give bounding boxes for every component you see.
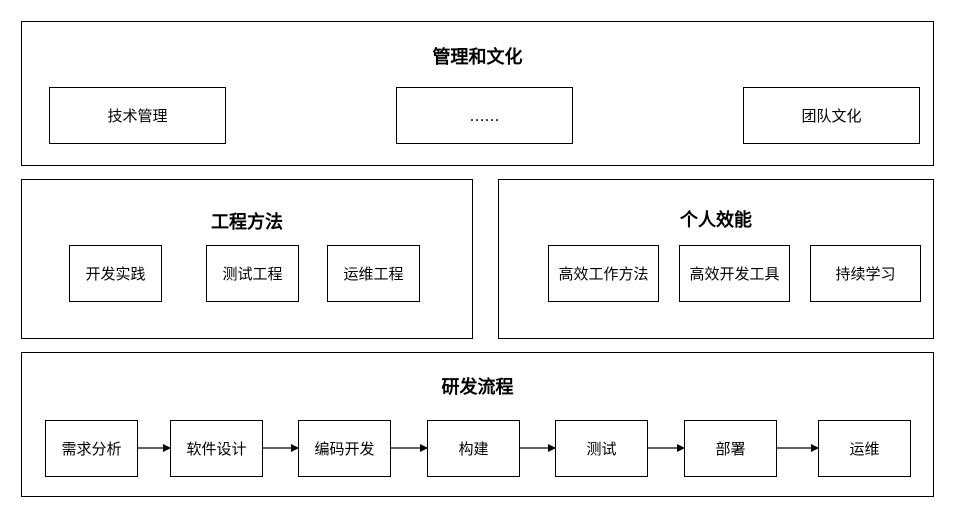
management-culture-title: 管理和文化 [432, 47, 523, 68]
efficient-tools-box: 高效开发工具 [679, 245, 790, 302]
step-deploy: 部署 [684, 420, 777, 477]
team-culture-box: 团队文化 [743, 87, 920, 144]
personal-effectiveness-title: 个人效能 [680, 210, 752, 231]
step-requirements: 需求分析 [45, 420, 138, 477]
engineering-methods-panel: 工程方法 开发实践 测试工程 运维工程 [21, 179, 473, 339]
test-engineering-box: 测试工程 [206, 245, 299, 302]
step-design: 软件设计 [170, 420, 263, 477]
step-coding: 编码开发 [298, 420, 391, 477]
management-culture-panel: 管理和文化 技术管理 …… 团队文化 [21, 21, 934, 166]
engineering-methods-title: 工程方法 [211, 212, 283, 233]
tech-management-box: 技术管理 [49, 87, 226, 144]
continuous-learning-box: 持续学习 [810, 245, 921, 302]
dev-practice-box: 开发实践 [69, 245, 162, 302]
rd-process-title: 研发流程 [441, 377, 514, 398]
step-operations: 运维 [818, 420, 911, 477]
ellipsis-box: …… [396, 87, 573, 144]
personal-effectiveness-panel: 个人效能 高效工作方法 高效开发工具 持续学习 [498, 179, 934, 339]
step-test: 测试 [555, 420, 648, 477]
efficient-work-box: 高效工作方法 [548, 245, 659, 302]
step-build: 构建 [427, 420, 520, 477]
ops-engineering-box: 运维工程 [327, 245, 420, 302]
